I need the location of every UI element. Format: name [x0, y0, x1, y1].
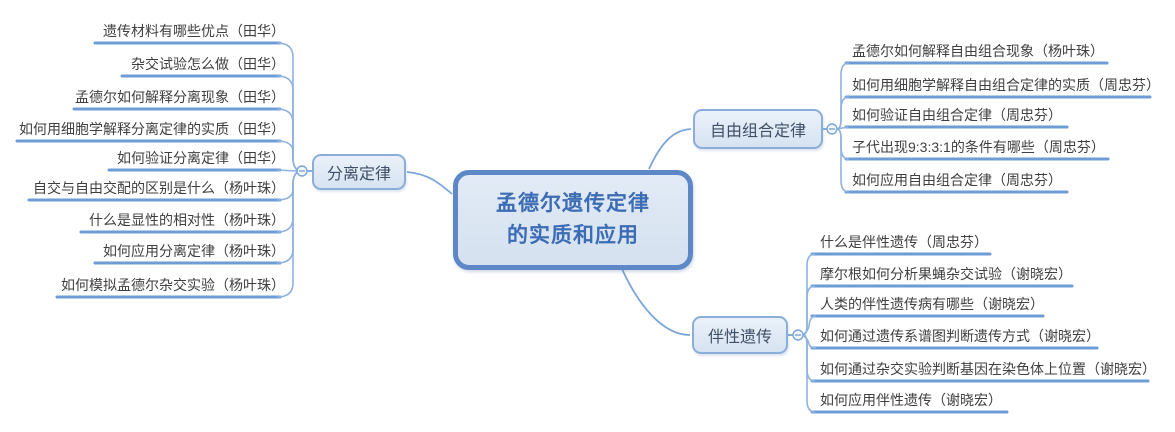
- branch-node-segregation[interactable]: 分离定律: [312, 154, 406, 190]
- mindmap-topic[interactable]: 如何应用分离定律（杨叶珠）: [103, 243, 285, 259]
- mindmap-topic[interactable]: 如何用细胞学解释分离定律的实质（田华）: [19, 121, 285, 137]
- underline-group-right-top: [844, 61, 1152, 194]
- mindmap-topic[interactable]: 孟德尔如何解释分离现象（田华）: [75, 89, 285, 105]
- mindmap-topic[interactable]: 人类的伴性遗传病有哪些（谢晓宏）: [820, 296, 1044, 312]
- underline-group-left: [15, 41, 282, 299]
- collapse-toggle-sexlinked[interactable]: [792, 329, 804, 341]
- mindmap-topic[interactable]: 自交与自由交配的区别是什么（杨叶珠）: [33, 180, 285, 196]
- mindmap-topic[interactable]: 如何用细胞学解释自由组合定律的实质（周忠芬）: [852, 77, 1160, 93]
- mindmap-topic[interactable]: 遗传材料有哪些优点（田华）: [103, 23, 285, 39]
- mindmap-topic[interactable]: 什么是显性的相对性（杨叶珠）: [89, 212, 285, 228]
- collapse-toggle-assortment[interactable]: [826, 123, 838, 135]
- mindmap-topic[interactable]: 如何通过杂交实验判断基因在染色体上位置（谢晓宏）: [820, 361, 1156, 377]
- mindmap-topic[interactable]: 如何通过遗传系谱图判断遗传方式（谢晓宏）: [820, 328, 1100, 344]
- mindmap-topic[interactable]: 如何模拟孟德尔杂交实验（杨叶珠）: [61, 277, 285, 293]
- mindmap-topic[interactable]: 子代出现9:3:3:1的条件有哪些（周忠芬）: [852, 139, 1105, 155]
- branch-node-assortment[interactable]: 自由组合定律: [693, 109, 823, 149]
- fan-group-left: [276, 42, 300, 298]
- branch-node-sexlinked[interactable]: 伴性遗传: [692, 316, 788, 354]
- mindmap-topic[interactable]: 如何应用自由组合定律（周忠芬）: [852, 172, 1062, 188]
- central-topic-line2: 的实质和应用: [507, 224, 639, 247]
- mindmap-topic[interactable]: 什么是伴性遗传（周忠芬）: [820, 234, 988, 250]
- mindmap-topic[interactable]: 如何验证分离定律（田华）: [117, 150, 285, 166]
- collapse-toggle-segregation[interactable]: [296, 165, 308, 177]
- mindmap-topic[interactable]: 如何应用伴性遗传（谢晓宏）: [820, 392, 1002, 408]
- mindmap-topic[interactable]: 孟德尔如何解释自由组合现象（杨叶珠）: [852, 43, 1104, 59]
- central-topic-line1: 孟德尔遗传定律: [496, 192, 650, 215]
- central-topic[interactable]: 孟德尔遗传定律 的实质和应用: [453, 170, 693, 270]
- mindmap-topic[interactable]: 如何验证自由组合定律（周忠芬）: [852, 107, 1062, 123]
- underline-group-right-bottom: [810, 252, 1150, 414]
- fan-group-right-top: [836, 62, 850, 193]
- mindmap-topic[interactable]: 杂交试验怎么做（田华）: [131, 56, 285, 72]
- mindmap-topic[interactable]: 摩尔根如何分析果蝇杂交试验（谢晓宏）: [820, 266, 1072, 282]
- fan-group-right-bottom: [802, 253, 817, 413]
